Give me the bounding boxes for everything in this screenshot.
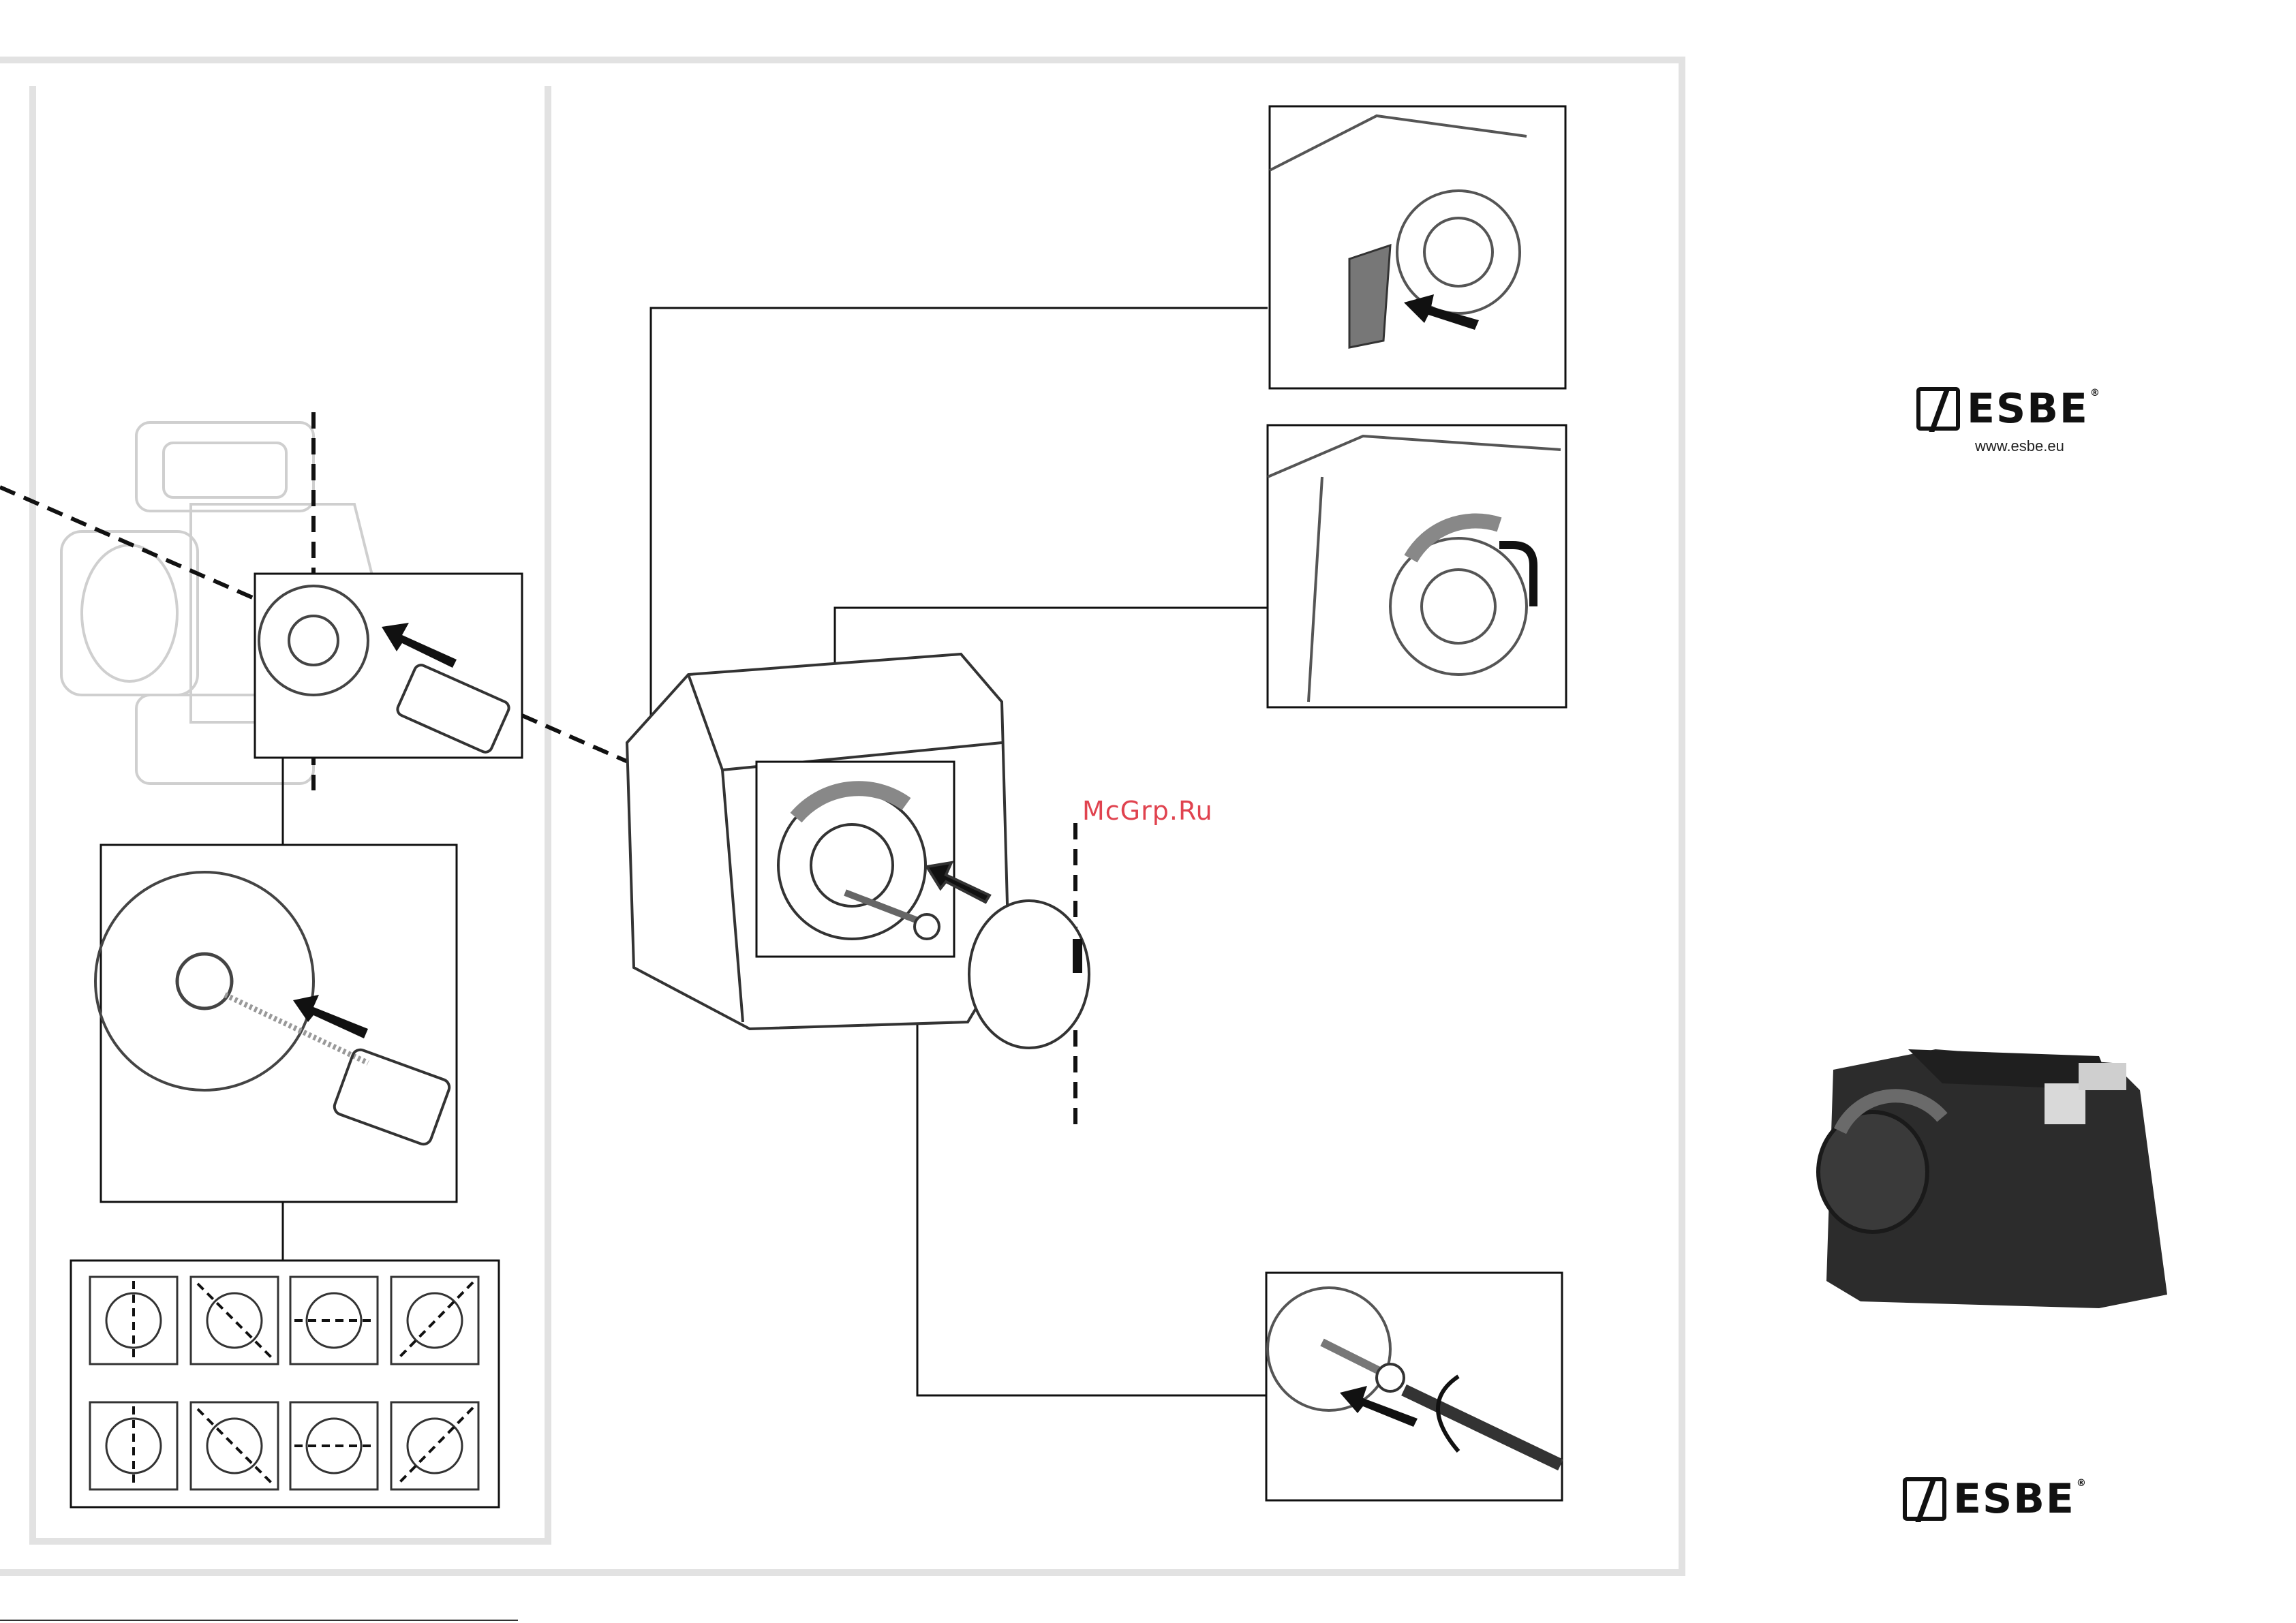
detail-turn-knob	[1268, 425, 1566, 707]
brand-wordmark: ESBE®	[1953, 1479, 2087, 1519]
brand-wordmark: ESBE®	[1967, 388, 2101, 429]
detail-release-lever	[1270, 106, 1565, 388]
detail-adapter-insert	[255, 574, 522, 758]
esbe-logo-icon	[1903, 1477, 1946, 1521]
esbe-logo-icon	[1916, 387, 1960, 431]
website-text: www.esbe.eu	[1975, 437, 2064, 455]
detail-coupling	[95, 845, 457, 1202]
brand-logo-bottom: ESBE®	[1903, 1477, 2087, 1521]
position-table	[71, 1261, 499, 1507]
brand-logo-top: ESBE®	[1916, 387, 2101, 431]
product-photo	[1818, 1049, 2167, 1308]
actuator	[627, 654, 1089, 1048]
watermark-text: McGrp.Ru	[1082, 796, 1213, 826]
detail-tighten-screw	[1266, 1273, 1562, 1500]
